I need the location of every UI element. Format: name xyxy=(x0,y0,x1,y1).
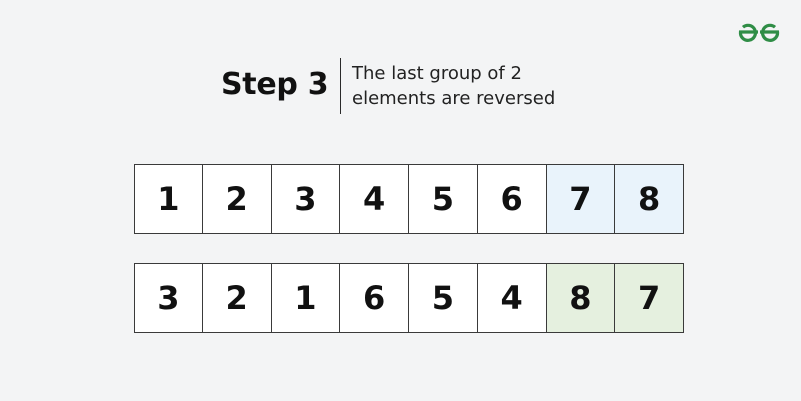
step-title: Step 3 xyxy=(221,67,329,102)
array-cell: 8 xyxy=(546,263,616,333)
array-cell: 7 xyxy=(615,263,684,333)
array-cell: 1 xyxy=(134,164,203,234)
header-divider xyxy=(340,58,341,114)
array-cell: 1 xyxy=(271,263,341,333)
array-cell: 7 xyxy=(546,164,616,234)
step-header: Step 3 The last group of 2 elements are … xyxy=(0,56,801,114)
array-cell: 3 xyxy=(134,263,203,333)
step-description-line-2: elements are reversed xyxy=(352,88,556,109)
array-cell: 6 xyxy=(340,263,409,333)
array-cell: 8 xyxy=(615,164,684,234)
array-cell: 3 xyxy=(271,164,341,234)
step-description: The last group of 2 elements are reverse… xyxy=(352,61,555,111)
array-cell: 4 xyxy=(340,164,409,234)
array-cell: 4 xyxy=(477,263,547,333)
step-description-line-1: The last group of 2 xyxy=(352,63,522,84)
array-cell: 5 xyxy=(409,263,478,333)
array-cell: 2 xyxy=(202,263,272,333)
array-cell: 2 xyxy=(202,164,272,234)
array-cell: 6 xyxy=(477,164,547,234)
array-cell: 5 xyxy=(409,164,478,234)
geeksforgeeks-logo-icon xyxy=(737,20,781,44)
